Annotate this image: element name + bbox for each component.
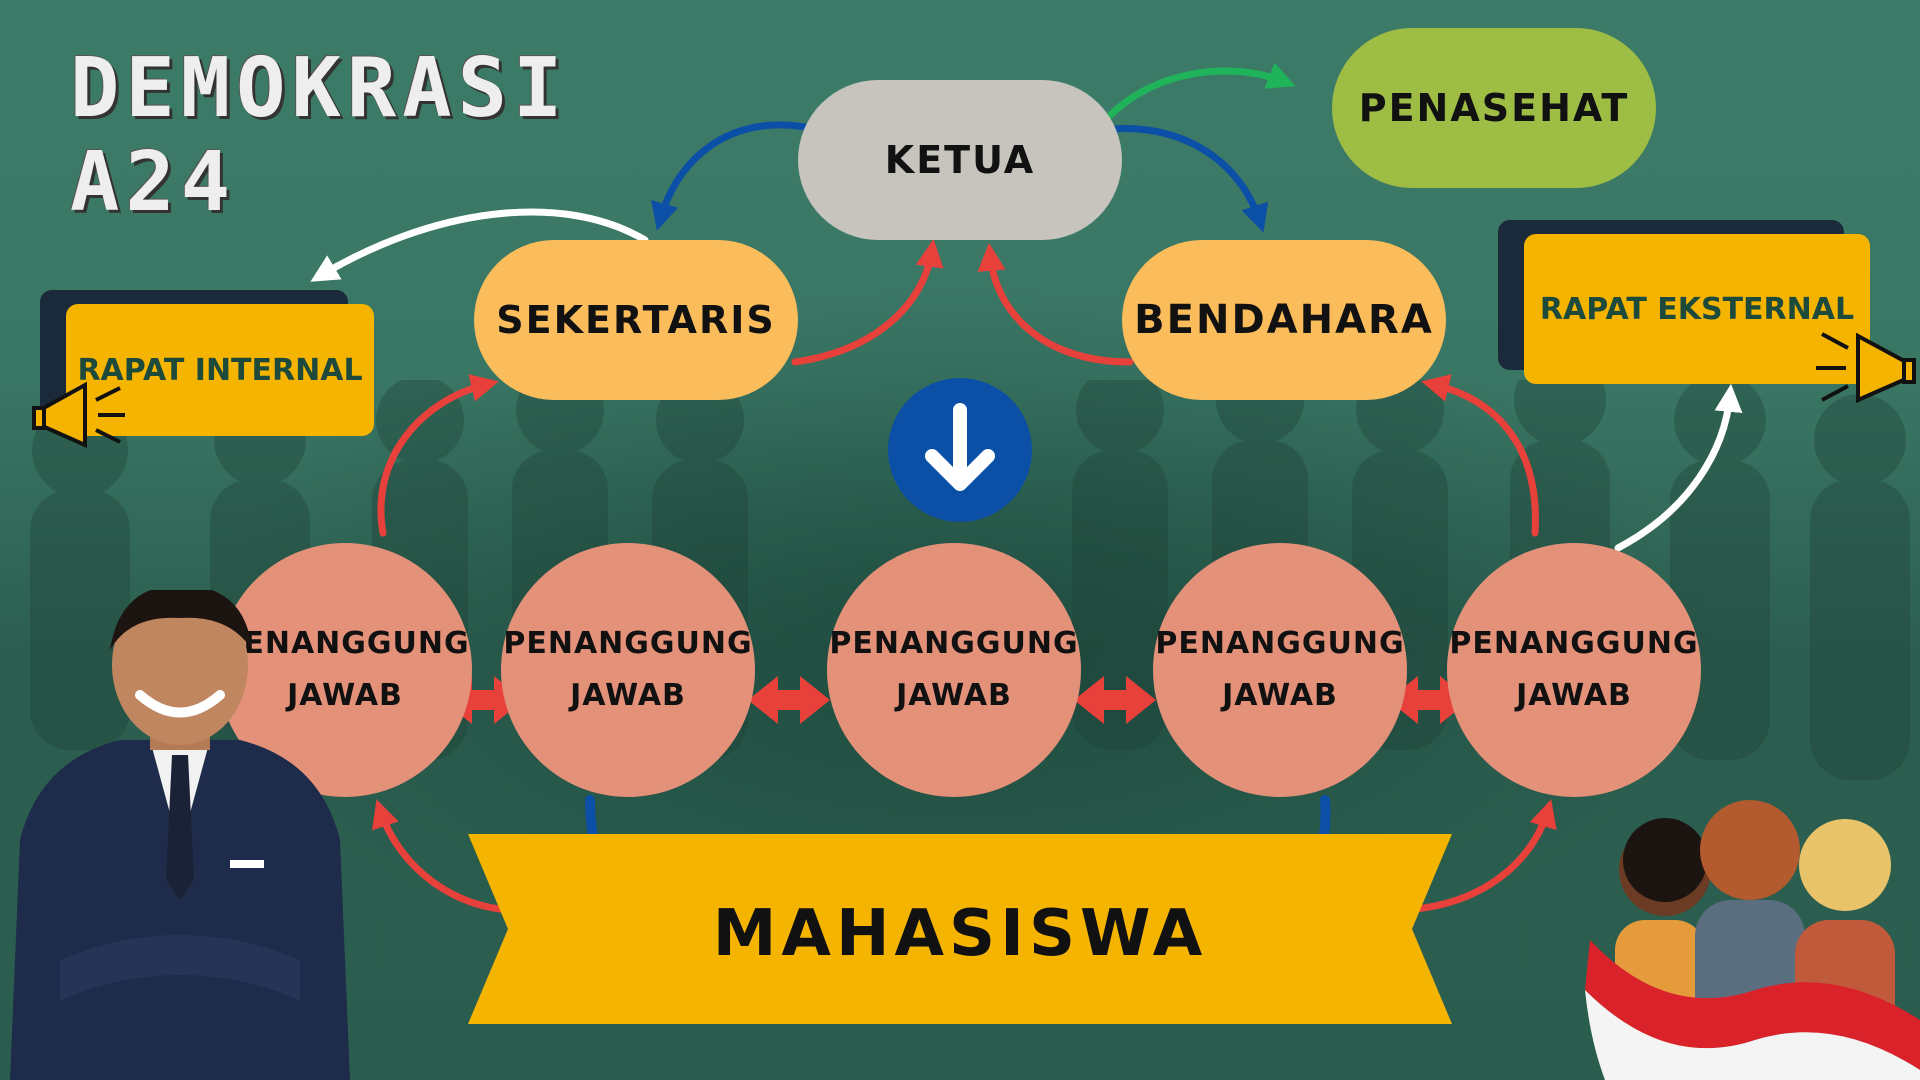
arrow-ketua-to-bendahara xyxy=(1096,125,1269,233)
pj-line-1: PENANGGUNG xyxy=(1449,626,1699,661)
pj-line-1: PENANGGUNG xyxy=(1155,626,1405,661)
node-rapat-eksternal: RAPAT EKSTERNAL xyxy=(1524,234,1870,384)
megaphone-icon xyxy=(32,381,125,449)
mahasiswa-banner xyxy=(468,834,1452,1024)
node-bendahara: BENDAHARA xyxy=(1122,240,1446,400)
pj-line-2: JAWAB xyxy=(287,678,403,713)
friends-with-flag-illustration xyxy=(1585,800,1920,1080)
arrow-mahasiswa-to-pj5 xyxy=(1391,799,1557,914)
arrow-sekretaris-to-ketua xyxy=(791,238,944,366)
arrow-ketua-to-sekretaris xyxy=(651,121,824,231)
pj-line-2: JAWAB xyxy=(570,678,686,713)
node-penanggung-jawab-4: PENANGGUNG JAWAB xyxy=(1153,543,1407,797)
title-line-1: DEMOKRASI xyxy=(70,41,569,136)
double-arrow-pj2-pj3 xyxy=(748,676,830,724)
double-arrow-pj3-pj4 xyxy=(1074,676,1156,724)
pj-line-2: JAWAB xyxy=(896,678,1012,713)
megaphone-icon xyxy=(1816,332,1916,404)
pj-line-2: JAWAB xyxy=(1222,678,1338,713)
page-title: DEMOKRASI A24 xyxy=(70,42,568,230)
mahasiswa-label: MAHASISWA xyxy=(712,897,1208,971)
pj-line-2: JAWAB xyxy=(1516,678,1632,713)
node-rapat-internal: RAPAT INTERNAL xyxy=(66,304,374,436)
pj-line-1: PENANGGUNG xyxy=(829,626,1079,661)
node-sekretaris: SEKERTARIS xyxy=(474,240,798,400)
node-penasehat: PENASEHAT xyxy=(1332,28,1656,188)
node-ketua: KETUA xyxy=(798,80,1122,240)
person-in-suit-illustration xyxy=(10,590,350,1080)
node-penanggung-jawab-3: PENANGGUNG JAWAB xyxy=(827,543,1081,797)
arrow-sekretaris-to-rapat-internal xyxy=(310,208,649,282)
arrow-pj5-to-rapat-eksternal xyxy=(1614,383,1743,552)
pj-line-1: PENANGGUNG xyxy=(503,626,753,661)
arrow-pj1-to-sekretaris xyxy=(377,374,499,537)
node-penanggung-jawab-2: PENANGGUNG JAWAB xyxy=(501,543,755,797)
pj-line-1: PENANGGUNG xyxy=(220,626,470,661)
arrow-down-icon xyxy=(888,378,1032,522)
node-penanggung-jawab-5: PENANGGUNG JAWAB xyxy=(1447,543,1701,797)
arrow-bendahara-to-ketua xyxy=(977,242,1134,366)
arrow-pj5-to-bendahara xyxy=(1421,374,1539,537)
arrow-ketua-to-penasehat xyxy=(1100,62,1296,126)
title-line-2: A24 xyxy=(70,135,237,230)
